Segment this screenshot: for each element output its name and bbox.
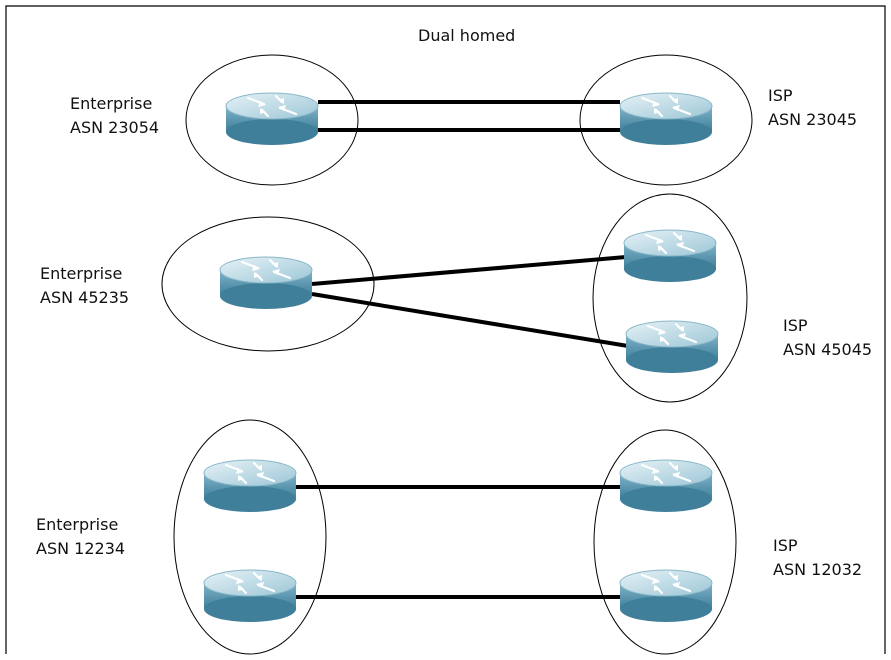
- enterprise-2-name: Enterprise: [40, 264, 123, 283]
- isp-1-name: ISP: [768, 86, 793, 105]
- enterprise-1-asn: ASN 23054: [70, 118, 160, 137]
- isp-1-asn: ASN 23045: [768, 110, 858, 129]
- enterprise-3-asn: ASN 12234: [36, 539, 126, 558]
- isp-1-boundary: [579, 54, 753, 186]
- enterprise-3-boundary: [173, 419, 327, 655]
- router-icon[interactable]: [224, 91, 320, 147]
- isp-3-asn: ASN 12032: [773, 560, 863, 579]
- router-icon[interactable]: [202, 568, 298, 624]
- router-icon[interactable]: [618, 568, 714, 624]
- router-icon[interactable]: [618, 91, 714, 147]
- enterprise-3-name: Enterprise: [36, 515, 119, 534]
- link-2a: [311, 255, 627, 286]
- group-2: [161, 193, 748, 403]
- router-icon[interactable]: [218, 255, 314, 311]
- isp-2-asn: ASN 45045: [783, 340, 873, 359]
- enterprise-2-boundary: [161, 216, 375, 352]
- frame-border: [5, 5, 886, 654]
- link-2b: [311, 292, 629, 348]
- group-1: [185, 54, 753, 186]
- isp-3-name: ISP: [773, 536, 798, 555]
- isp-2-boundary: [592, 193, 748, 403]
- router-icon[interactable]: [618, 458, 714, 514]
- isp-3-boundary: [593, 429, 737, 655]
- isp-2-name: ISP: [783, 316, 808, 335]
- enterprise-2-asn: ASN 45235: [40, 288, 130, 307]
- enterprise-1-boundary: [185, 54, 359, 186]
- diagram-title: Dual homed: [418, 26, 516, 45]
- router-icon[interactable]: [202, 458, 298, 514]
- enterprise-1-name: Enterprise: [70, 94, 153, 113]
- router-icon[interactable]: [622, 228, 718, 284]
- group-3: [173, 419, 737, 655]
- router-icon[interactable]: [624, 319, 720, 375]
